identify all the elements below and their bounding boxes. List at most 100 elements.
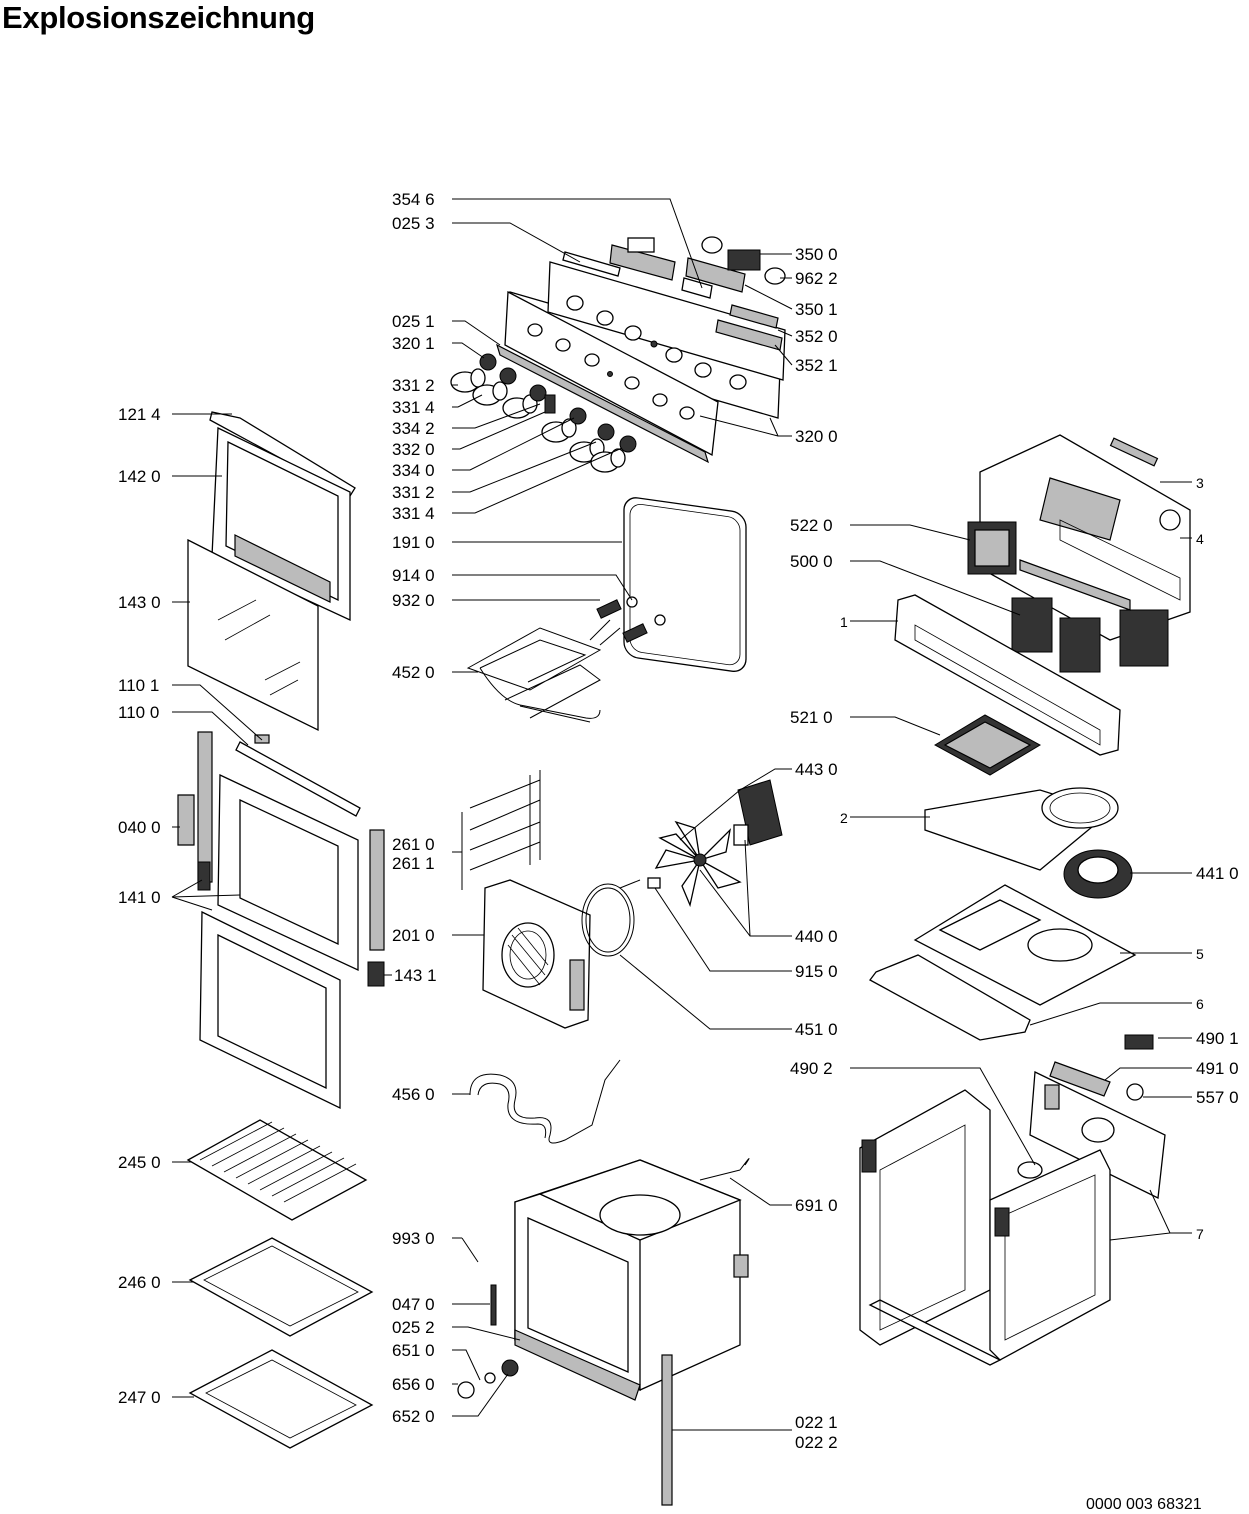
cooling-fan-441 — [1063, 849, 1133, 899]
callout-label: 656 0 — [392, 1375, 435, 1394]
knob — [472, 367, 517, 406]
callout-label: 143 0 — [118, 593, 161, 612]
fascia-trim — [562, 251, 621, 277]
leader-lines — [171, 198, 1192, 1431]
door-outer-window — [239, 798, 339, 946]
indicator-lens — [681, 277, 713, 299]
callout-label: 332 0 — [392, 440, 435, 459]
callout-label: 443 0 — [795, 760, 838, 779]
callout-label: 025 2 — [392, 1318, 435, 1337]
callout-label: 4 — [1196, 531, 1204, 547]
callout-label: 191 0 — [392, 533, 435, 552]
callout-label: 652 0 — [392, 1407, 435, 1426]
door-vent-grille — [234, 534, 331, 603]
callout-label: 331 4 — [392, 398, 435, 417]
callout-label: 025 1 — [392, 312, 435, 331]
door-hinge-strip — [197, 731, 213, 883]
callout-label: 521 0 — [790, 708, 833, 727]
relay-modules — [967, 521, 1169, 673]
control-knobs — [450, 353, 637, 473]
callout-label: 334 0 — [392, 461, 435, 480]
fan-cover-201 — [482, 879, 591, 1029]
top-cover-assembly — [979, 434, 1191, 641]
callout-label: 246 0 — [118, 1273, 161, 1292]
cover-plate-5 — [913, 884, 1137, 1006]
door-handle — [235, 734, 361, 817]
callout-labels: 354 6 025 3 350 0 962 2 350 1 352 0 352 … — [118, 190, 1239, 1452]
knob — [450, 353, 497, 393]
callout-label: 331 2 — [392, 376, 435, 395]
callout-label: 261 1 — [392, 854, 435, 873]
callout-label: 451 0 — [795, 1020, 838, 1039]
lamp-left — [701, 236, 723, 254]
lamp-right — [764, 267, 786, 285]
callout-label: 143 1 — [394, 966, 437, 985]
callout-label: 3 — [1196, 475, 1204, 491]
control-panel-assembly — [496, 236, 786, 464]
callout-label: 490 1 — [1196, 1029, 1239, 1048]
fan-motor — [733, 779, 783, 846]
fan-duct-2 — [924, 787, 1119, 871]
callout-label: 334 2 — [392, 419, 435, 438]
callout-label: 5 — [1196, 946, 1204, 962]
fascia-panel — [547, 261, 786, 381]
door-inner-window — [225, 440, 339, 602]
callout-label: 2 — [840, 810, 848, 826]
small-hardware — [457, 1237, 519, 1399]
callout-label: 245 0 — [118, 1153, 161, 1172]
baking-tray — [188, 1237, 374, 1337]
knob — [502, 384, 547, 419]
wire-rack — [186, 1119, 368, 1221]
callout-label: 441 0 — [1196, 864, 1239, 883]
oven-door-outer — [177, 731, 385, 987]
callout-label: 121 4 — [118, 405, 161, 424]
control-panel-strip — [496, 343, 709, 464]
rear-panel — [1029, 1071, 1166, 1199]
callout-label: 7 — [1196, 1226, 1204, 1242]
callout-label: 500 0 — [790, 552, 833, 571]
callout-label: 1 — [840, 614, 848, 630]
fan-blade — [647, 820, 742, 908]
hinge-block — [197, 861, 211, 891]
callout-label: 691 0 — [795, 1196, 838, 1215]
side-rail — [661, 1354, 673, 1506]
callout-label: 040 0 — [118, 818, 161, 837]
door-seal — [623, 497, 747, 672]
callout-label: 962 2 — [795, 269, 838, 288]
temperature-probe — [699, 1158, 750, 1181]
callout-label: 247 0 — [118, 1388, 161, 1407]
callout-label: 6 — [1196, 996, 1204, 1012]
switch-shaft — [544, 394, 556, 414]
door-glass-panel — [187, 538, 319, 732]
door-side-strip — [369, 829, 385, 951]
callout-label: 452 0 — [392, 663, 435, 682]
page-title: Explosionszeichnung — [2, 0, 315, 35]
door-top-trim — [209, 411, 356, 497]
switch-housing — [627, 237, 655, 253]
callout-label: 522 0 — [790, 516, 833, 535]
callout-label: 557 0 — [1196, 1088, 1239, 1107]
frame-bar-1 — [894, 594, 1121, 756]
bottom-heating-element — [469, 1059, 621, 1144]
bracket-352 — [715, 319, 783, 351]
hinge-143 — [367, 961, 385, 987]
callout-label: 914 0 — [392, 566, 435, 585]
callout-label: 320 0 — [795, 427, 838, 446]
callout-label: 320 1 — [392, 334, 435, 353]
knob — [541, 407, 587, 443]
panel-knob-holes — [527, 295, 747, 420]
callout-label: 025 3 — [392, 214, 435, 233]
callout-label: 491 0 — [1196, 1059, 1239, 1078]
callout-label: 110 0 — [118, 703, 159, 722]
oven-door-inner — [199, 910, 341, 1110]
knob — [590, 435, 637, 473]
shelf-supports — [461, 770, 541, 890]
timer-module — [727, 249, 761, 271]
grill-element-452 — [466, 619, 621, 723]
callout-label: 456 0 — [392, 1085, 435, 1104]
callout-label: 651 0 — [392, 1341, 435, 1360]
callout-label: 261 0 — [392, 835, 435, 854]
callout-label: 354 6 — [392, 190, 435, 209]
bracket-352b — [729, 304, 779, 329]
